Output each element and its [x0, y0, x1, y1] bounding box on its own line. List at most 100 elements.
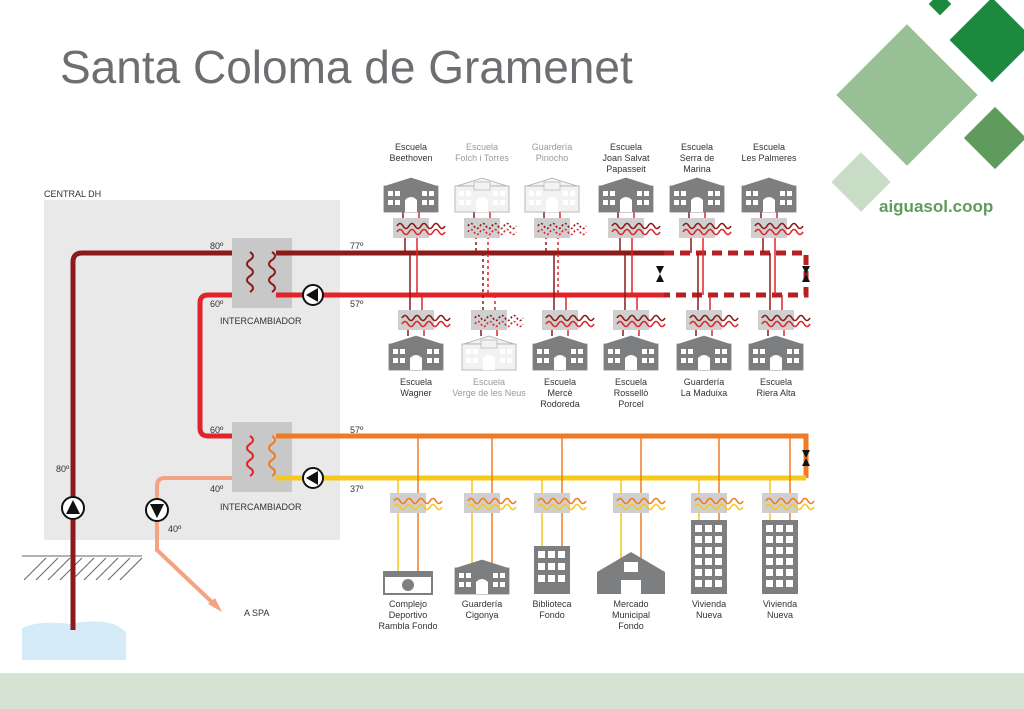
pump-icon	[302, 284, 324, 306]
building-label-line: Biblioteca	[532, 599, 571, 609]
building-label-line: Folch i Torres	[455, 153, 509, 163]
building-label-line: Cigonya	[465, 610, 498, 620]
spa-pipe	[155, 476, 232, 607]
ground-hatch	[22, 555, 143, 581]
building-label-line: Porcel	[618, 399, 644, 409]
building-label-line: Verge de les Neus	[452, 388, 526, 398]
planned-hot-loop	[664, 250, 809, 298]
exchanger-2-in-hot: 60º	[210, 425, 224, 435]
building-label-line: Rossellò	[614, 388, 649, 398]
exchanger-2-out-cold: 37º	[350, 484, 364, 494]
building-label-line: Beethoven	[389, 153, 432, 163]
building-label-line: Complejo	[389, 599, 427, 609]
building-label-line: Wagner	[400, 388, 431, 398]
building-label-line: Fondo	[539, 610, 565, 620]
exchanger-2-in-cold: 40º	[210, 484, 224, 494]
sport-icon	[383, 571, 433, 595]
pump-icon	[302, 467, 324, 489]
building-label-line: Les Palmeres	[741, 153, 797, 163]
building-label-line: Serra de	[680, 153, 715, 163]
page-title: Santa Coloma de Gramenet	[60, 41, 633, 93]
building-label-line: Deportivo	[389, 610, 428, 620]
intermediate-pipe	[197, 292, 232, 439]
valve-icon	[802, 450, 810, 466]
building-label-line: Escuela	[610, 142, 642, 152]
building-label-line: Municipal	[612, 610, 650, 620]
building-label-line: Vivienda	[763, 599, 797, 609]
building-label-line: Escuela	[681, 142, 713, 152]
exchanger-2-label: INTERCAMBIADOR	[220, 502, 302, 512]
building-label-line: Escuela	[544, 377, 576, 387]
building-label-line: Papasseit	[606, 164, 646, 174]
school-icon	[741, 177, 797, 213]
spa-arrow	[208, 598, 222, 612]
building-label-line: Fondo	[618, 621, 644, 631]
market-icon	[597, 552, 665, 594]
school-icon	[383, 177, 439, 213]
brand-logo	[831, 0, 1024, 212]
building-label-line: Escuela	[473, 377, 505, 387]
building-label-line: Pinocho	[536, 153, 569, 163]
exchanger-1-label: INTERCAMBIADOR	[220, 316, 302, 326]
building-label-line: Nueva	[696, 610, 722, 620]
building-label-line: Escuela	[466, 142, 498, 152]
building-label-line: Escuela	[395, 142, 427, 152]
exchanger-2-out-hot: 57º	[350, 425, 364, 435]
building-label-line: Escuela	[753, 142, 785, 152]
building-label-line: Nueva	[767, 610, 793, 620]
building-label-line: Riera Alta	[756, 388, 795, 398]
school-icon	[461, 335, 517, 371]
exchanger-1-in-hot: 80º	[210, 241, 224, 251]
building-label-line: Guardería	[684, 377, 725, 387]
school-icon	[676, 335, 732, 371]
pump-icon	[61, 496, 85, 520]
building-label-line: La Maduixa	[681, 388, 728, 398]
building-label-line: Guardería	[462, 599, 503, 609]
building-label-line: Mercè	[547, 388, 572, 398]
school-icon	[454, 177, 510, 213]
building-label-line: Rodoreda	[540, 399, 580, 409]
building-label-line: Mercado	[613, 599, 648, 609]
valve-icon	[802, 266, 810, 282]
footer-band	[0, 673, 1024, 709]
building-label-line: Rambla Fondo	[378, 621, 437, 631]
spa-label: A SPA	[244, 608, 269, 618]
water-reservoir	[22, 621, 126, 660]
exchanger-1-in-cold: 60º	[210, 299, 224, 309]
tower-icon	[691, 520, 727, 594]
spa-temp: 40º	[168, 524, 182, 534]
pump-icon	[145, 498, 169, 522]
school-icon	[669, 177, 725, 213]
school-icon	[532, 335, 588, 371]
school-icon	[598, 177, 654, 213]
school-icon	[748, 335, 804, 371]
school-icon	[454, 559, 510, 595]
building-label-line: Guardería	[532, 142, 573, 152]
library-icon	[534, 546, 570, 594]
building-label-line: Joan Salvat	[602, 153, 650, 163]
school-icon	[388, 335, 444, 371]
building-label-line: Escuela	[400, 377, 432, 387]
building-label-line: Vivienda	[692, 599, 726, 609]
brand-name: aiguasol.coop	[879, 197, 994, 216]
